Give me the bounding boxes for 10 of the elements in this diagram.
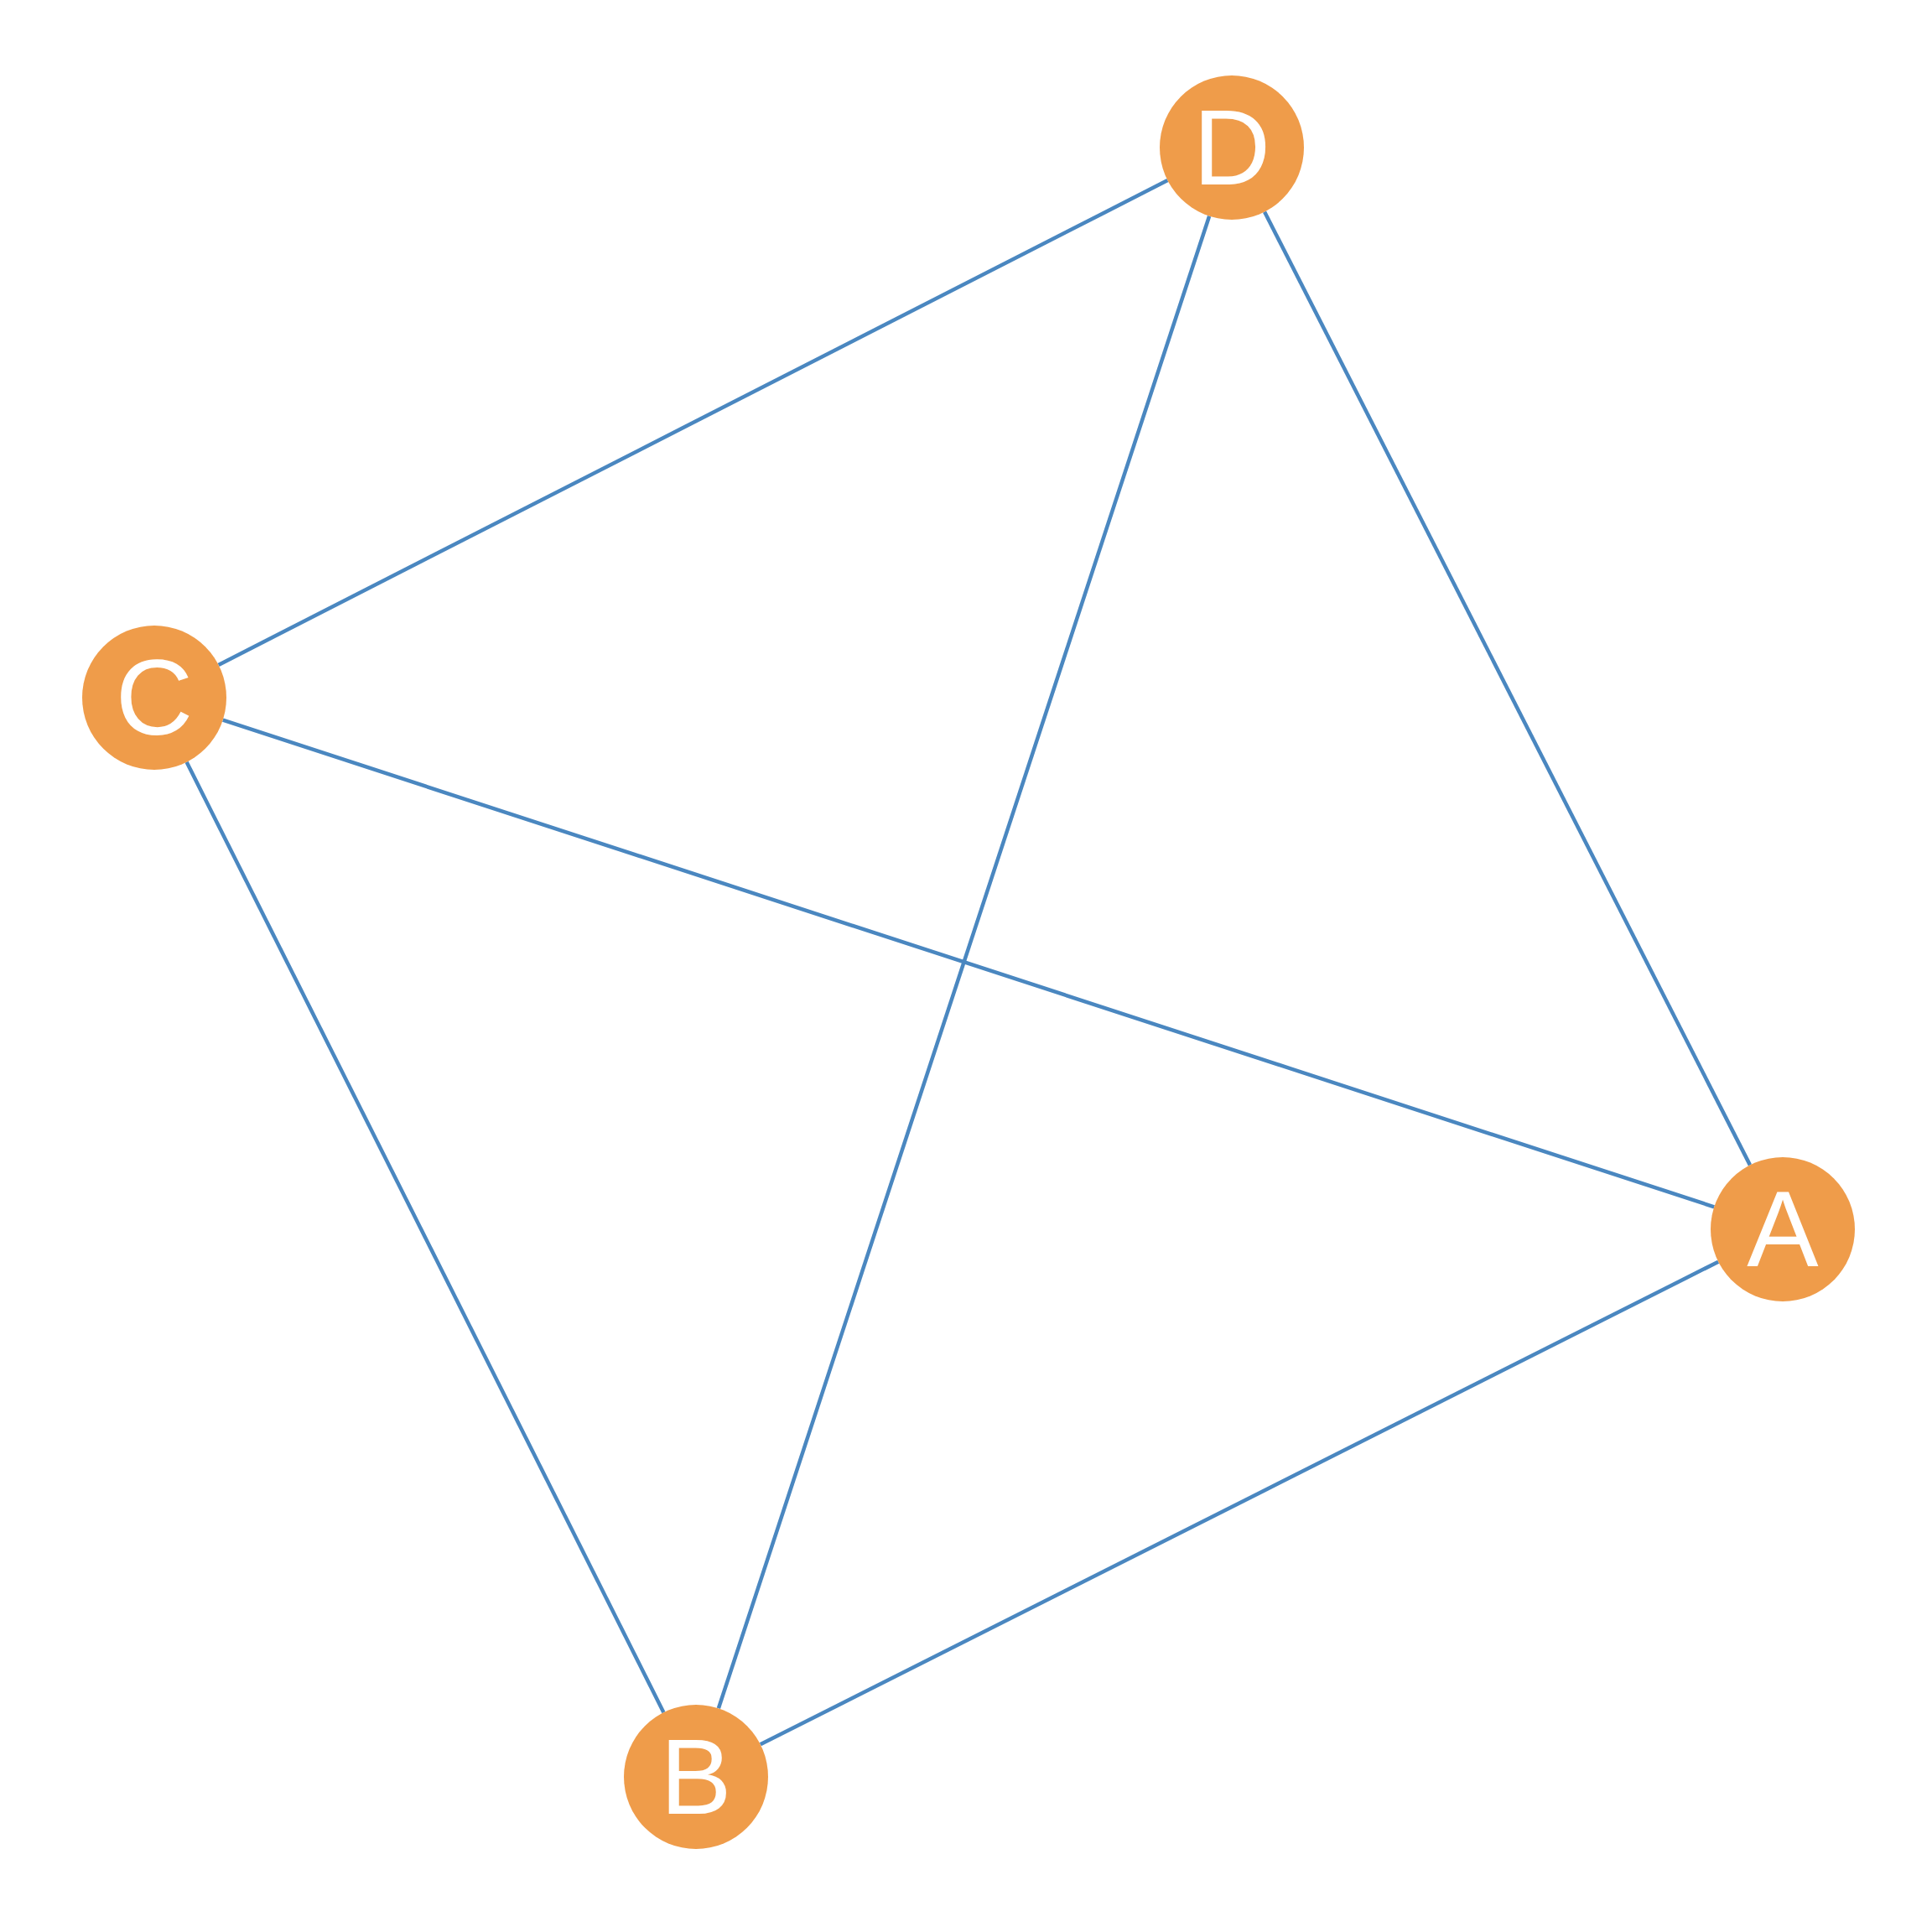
connector-line (716, 216, 1212, 1709)
node-label: B (660, 1723, 732, 1831)
connector-line (759, 1259, 1720, 1747)
connector-line (184, 761, 666, 1714)
connector-line (222, 718, 1715, 1209)
connector-line (217, 179, 1169, 667)
node-label: C (115, 644, 194, 751)
node-label: A (1747, 1176, 1819, 1283)
connector-line (1263, 210, 1752, 1166)
node-label: D (1192, 94, 1271, 201)
